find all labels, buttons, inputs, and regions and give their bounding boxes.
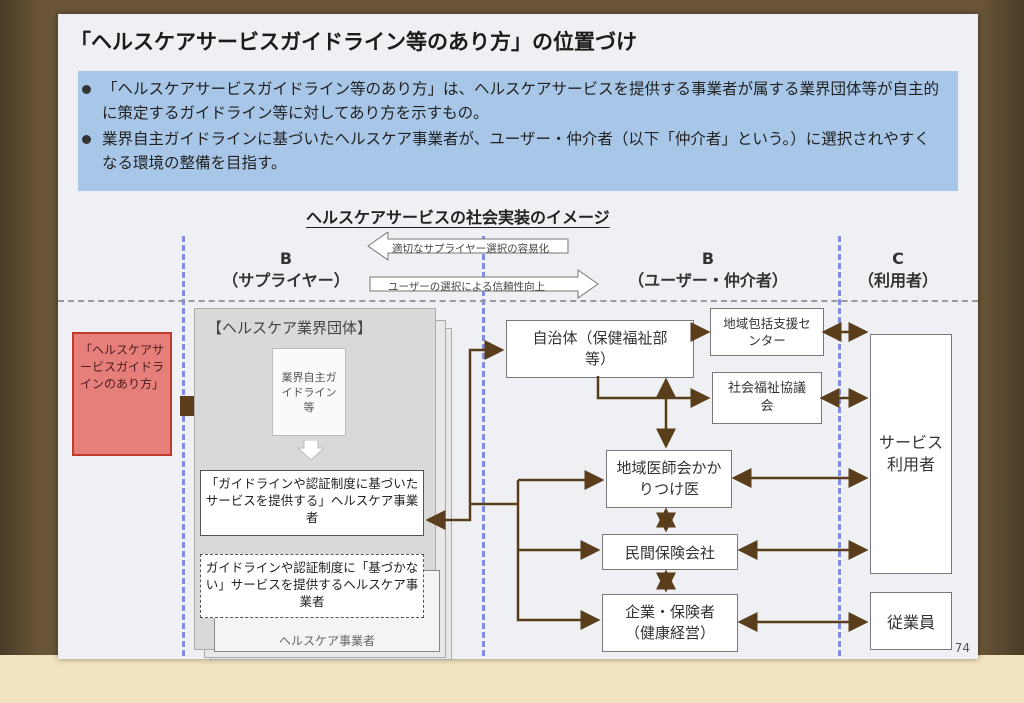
summary-bullet-2: 業界自主ガイドラインに基づいたヘルスケア事業者が、ユーザー・仲介者（以下「仲介者… [82,127,942,175]
guideline-document: 業界自主ガイドライン等 [272,348,346,436]
community-center-box: 地域包括支援センター [710,308,824,356]
guideline-policy-note: 「ヘルスケアサービスガイドラインのあり方」 [72,332,172,456]
slide-title: 「ヘルスケアサービスガイドライン等のあり方」の位置づけ [70,30,637,54]
presentation-slide: 「ヘルスケアサービスガイドライン等のあり方」の位置づけ 「ヘルスケアサービスガイ… [58,14,978,660]
employees-box: 従業員 [870,592,952,650]
right-arrow-shape [369,269,599,299]
industry-title: 【ヘルスケア業界団体】 [207,319,373,337]
right-arrow-label: ユーザーの選択による信頼性向上 [388,281,545,293]
floor-band [0,655,1024,703]
company-insurer-box: 企業・保険者（健康経営） [602,594,738,652]
welfare-council-box: 社会福祉協議会 [712,372,822,424]
service-users-box: サービス利用者 [870,334,952,574]
divider-line [838,236,841,656]
municipality-box: 自治体（保健福祉部等） [506,320,694,378]
summary-bullet-1: 「ヘルスケアサービスガイドライン等のあり方」は、ヘルスケアサービスを提供する事業… [82,77,942,125]
page-number: 74 [954,641,970,655]
diagram-title: ヘルスケアサービスの社会実装のイメージ [306,208,610,227]
consumer-column-header: C （利用者） [857,249,938,290]
bullet-dot-icon [82,135,91,144]
provider-with-guidelines: 「ガイドラインや認証制度に基づいたサービスを提供する」ヘルスケア事業者 [200,470,424,536]
selection-arrows [367,232,599,299]
left-arrow-label: 適切なサプライヤー選択の容易化 [392,243,550,255]
left-arrow-shape [367,232,569,261]
down-arrow-icon [298,440,324,460]
connector-lines [425,322,869,632]
divider-line [182,236,185,656]
supplier-column-header: B （サプライヤー） [222,249,350,290]
summary-box: 「ヘルスケアサービスガイドライン等のあり方」は、ヘルスケアサービスを提供する事業… [78,71,958,191]
bullet-dot-icon [82,85,91,94]
user-column-header: B （ユーザー・仲介者） [628,249,788,290]
provider-without-guidelines: ガイドラインや認証制度に「基づかない」サービスを提供するヘルスケア事業者 [200,554,424,618]
header-divider [58,300,978,302]
